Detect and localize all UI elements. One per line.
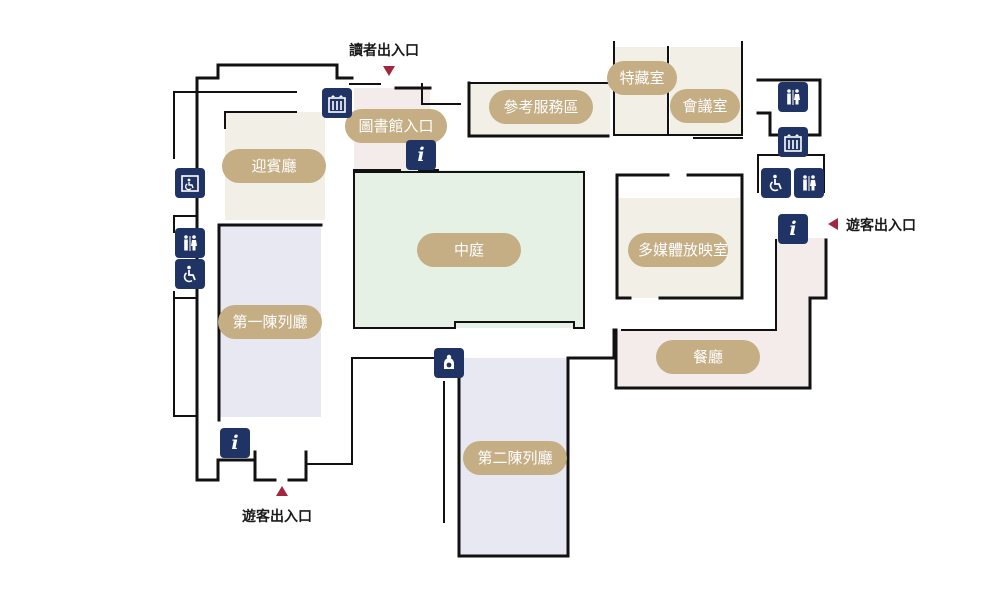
room-label-special-collections: 特藏室 [607, 61, 677, 95]
room-label-meeting: 會議室 [670, 89, 740, 123]
room-label-restaurant: 餐廳 [656, 340, 760, 374]
room-label-gallery1: 第一陳列廳 [218, 305, 322, 339]
info-icon: i [406, 140, 436, 170]
visitor-entrance-south-arrow [276, 486, 288, 496]
room-label-reference: 參考服務區 [489, 90, 593, 124]
restroom-icon [778, 82, 808, 112]
room-label-courtyard: 中庭 [417, 233, 521, 267]
accessible-elevator-icon [175, 168, 205, 198]
elevator-icon [778, 127, 808, 157]
accessible-restroom-icon [761, 168, 791, 198]
elevator-icon [322, 88, 352, 118]
nursing-room-icon [434, 348, 464, 378]
reader-entrance-arrow [383, 66, 395, 76]
room-label-multimedia: 多媒體放映室 [628, 233, 728, 267]
accessible-restroom-icon [175, 259, 205, 289]
room-label-library-entrance: 圖書館入口 [345, 109, 447, 143]
visitor-entrance-south-label: 遊客出入口 [242, 509, 312, 525]
info-icon: i [220, 428, 250, 458]
visitor-entrance-east-label: 遊客出入口 [846, 218, 916, 234]
info-icon: i [778, 214, 808, 244]
restroom-icon [794, 168, 824, 198]
visitor-entrance-east-arrow [828, 218, 838, 230]
restroom-icon [175, 228, 205, 258]
room-label-gallery2: 第二陳列廳 [463, 441, 567, 475]
reader-entrance-label: 讀者出入口 [349, 43, 419, 59]
room-label-reception: 迎賓廳 [222, 149, 326, 183]
